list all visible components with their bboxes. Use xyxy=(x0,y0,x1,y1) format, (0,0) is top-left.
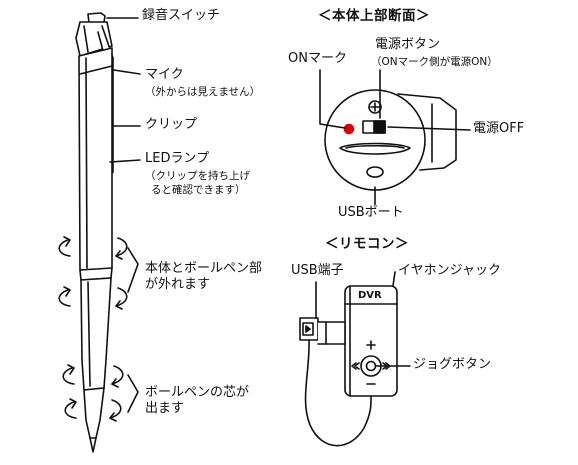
on-mark-dot xyxy=(343,123,355,135)
on-mark-label: ONマーク xyxy=(288,51,347,66)
body-pen-detach-line2: が外れます xyxy=(145,277,211,292)
pen-tip-shape xyxy=(83,387,105,439)
rotate-arrow-2 xyxy=(58,287,128,307)
power-off-label: 電源OFF xyxy=(473,121,525,136)
clip-label: クリップ xyxy=(145,117,198,132)
power-button-label: 電源ボタン xyxy=(375,37,441,52)
led-note-line1: （クリップを持ち上げ xyxy=(145,170,250,182)
remote-title: ＜リモコン＞ xyxy=(325,236,409,252)
led-label: LEDランプ xyxy=(145,151,210,166)
top-section-drawing xyxy=(319,69,471,205)
refill-line2: 出ます xyxy=(145,401,185,416)
power-button-note: （ONマーク側が電源ON） xyxy=(371,56,498,68)
body-pen-detach-line1: 本体とボールペン部 xyxy=(145,261,263,276)
led-note-line2: ると確認できます） xyxy=(151,184,246,196)
pen-lower-shape xyxy=(80,277,112,391)
recording-switch-label: 録音スイッチ xyxy=(142,8,221,23)
pen-drawing xyxy=(58,12,141,453)
mic-label: マイク xyxy=(145,67,184,82)
refill-line1: ボールペンの芯が xyxy=(145,385,250,400)
earphone-jack-label: イヤホンジャック xyxy=(398,263,501,278)
top-section-title: ＜本体上部断面＞ xyxy=(318,8,430,24)
dvr-label: DVR xyxy=(358,290,382,301)
remote-drawing xyxy=(299,271,411,447)
usb-terminal-label: USB端子 xyxy=(291,263,344,278)
usb-port-label: USBポート xyxy=(338,205,404,220)
cable-shape xyxy=(304,339,372,447)
rotate-arrow-1 xyxy=(58,237,128,257)
rotate-arrow-4 xyxy=(64,399,122,419)
mic-note: （外からは見えません） xyxy=(145,86,261,98)
pen-barrel-shape xyxy=(78,47,113,271)
rotate-arrow-3 xyxy=(62,365,124,385)
jog-button-label: ジョグボタン xyxy=(413,357,492,372)
